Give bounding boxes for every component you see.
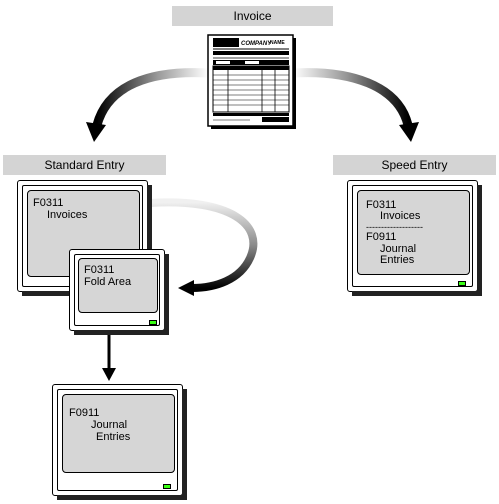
standard-entry-label-text: Standard Entry [44, 158, 125, 172]
invoice-form-company: COMPANY [241, 41, 272, 47]
journal-entries-name-line2: Entries [96, 431, 131, 443]
arrow-head-speed [399, 122, 419, 142]
arrow-head-standard [86, 122, 106, 142]
journal-entries-power-led [163, 484, 171, 489]
speed-invoices-name: Invoices [380, 210, 421, 222]
standard-invoices-code: F0311 [33, 197, 64, 209]
arrow-head-fold [178, 280, 194, 296]
speed-journal-name-line2: Entries [380, 254, 415, 266]
journal-entries-code: F0911 [69, 407, 100, 419]
standard-invoices-name: Invoices [47, 209, 88, 221]
speed-divider: ------------------- [366, 222, 423, 232]
invoice-document-icon: COMPANY NAME [207, 34, 296, 129]
standard-entry-label: Standard Entry [3, 155, 166, 175]
fold-area-screen [78, 258, 158, 313]
arrow-invoices-to-fold [149, 198, 258, 292]
fold-area-monitor: F0311 Fold Area [69, 249, 169, 335]
speed-journal-name-line1: Journal [380, 243, 417, 255]
invoice-label: Invoice [172, 6, 333, 26]
speed-invoices-code: F0311 [366, 199, 397, 211]
fold-area-name: Fold Area [84, 276, 132, 288]
invoice-form-name: NAME [270, 40, 285, 46]
speed-entry-power-led [458, 281, 466, 286]
invoice-label-text: Invoice [233, 9, 272, 23]
arrow-invoice-to-speed [292, 68, 413, 127]
speed-entry-label-text: Speed Entry [381, 158, 448, 172]
journal-entries-name-line1: Journal [91, 419, 128, 431]
journal-entries-monitor: F0911 Journal Entries [52, 384, 187, 500]
speed-entry-label: Speed Entry [333, 155, 496, 175]
speed-entry-monitor: F0311 Invoices ------------------- F0911… [347, 180, 482, 296]
arrow-invoice-to-standard [92, 68, 209, 127]
journal-entries-screen [62, 394, 175, 473]
speed-journal-code: F0911 [366, 231, 397, 243]
fold-area-power-led [149, 320, 157, 325]
speed-entry-screen [357, 190, 470, 275]
fold-area-code: F0311 [84, 264, 115, 276]
arrow-head-journal [102, 368, 116, 381]
